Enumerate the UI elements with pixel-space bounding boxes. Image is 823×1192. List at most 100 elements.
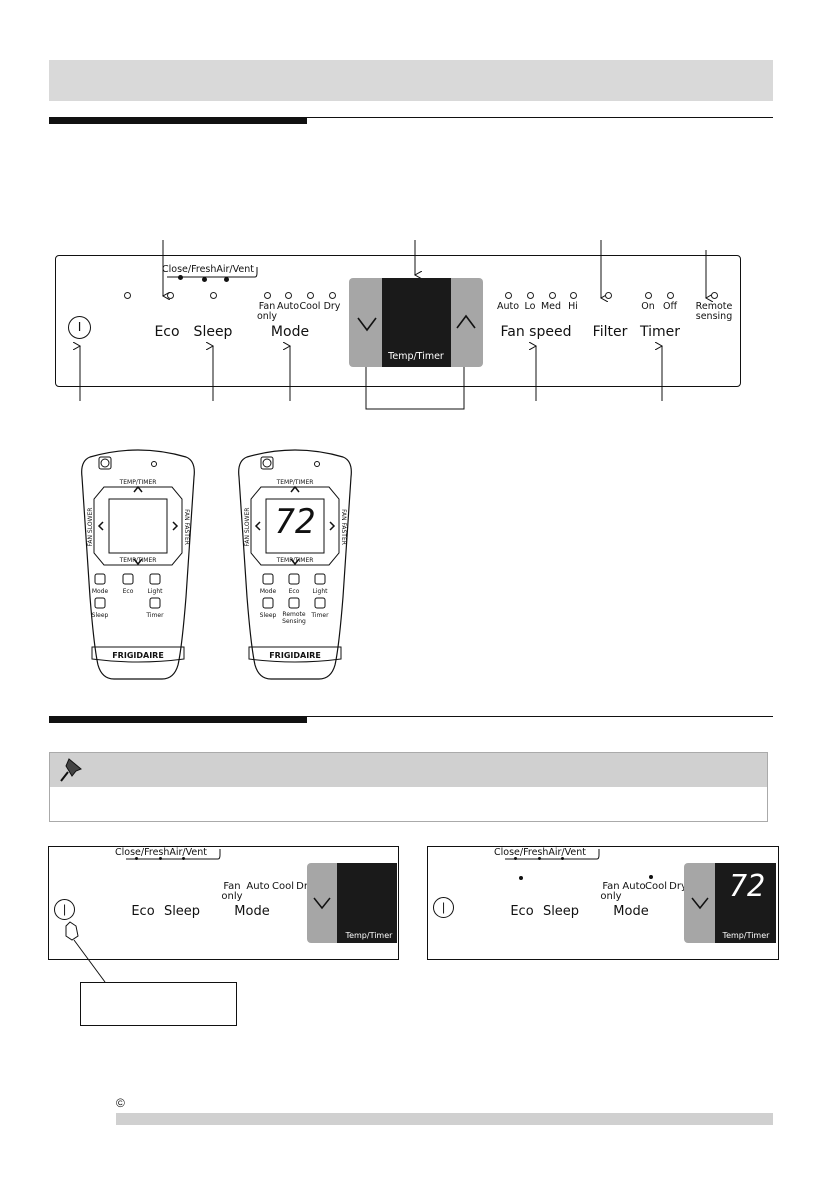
- led-fan-hi: [570, 292, 577, 299]
- led-fan-auto: [505, 292, 512, 299]
- small-right-fan: Fan: [602, 881, 620, 892]
- small-left-fan: Fan: [223, 881, 241, 892]
- remote-left-fan-slower: FAN SLOWER: [87, 507, 94, 547]
- panel-content: I Close/FreshAir/Vent Eco Sleep Fan only…: [0, 0, 823, 420]
- timer-on-label: On: [641, 301, 655, 312]
- small-right-cool: Cool: [645, 881, 667, 892]
- eco-button[interactable]: Eco: [154, 324, 180, 340]
- remote-left-fan-faster: FAN FASTER: [183, 509, 190, 545]
- led-fan-only: [264, 292, 271, 299]
- remote-left-mode: Mode: [91, 588, 109, 595]
- small-left-dot-3: [182, 857, 185, 860]
- remote-right-display: 72: [274, 502, 316, 542]
- header-bar: [49, 60, 773, 101]
- temp-timer-label: Temp/Timer: [388, 351, 444, 362]
- small-right-dot-1: [514, 857, 517, 860]
- remote-right-brand: FRIGIDAIRE: [269, 651, 321, 660]
- note-box: [49, 752, 768, 822]
- small-right-fan-2: only: [600, 891, 622, 902]
- callout-box: [80, 982, 237, 1026]
- mode-fan-label: Fan: [258, 301, 276, 312]
- small-left-mode[interactable]: Mode: [234, 904, 270, 919]
- mode-button[interactable]: Mode: [270, 324, 310, 340]
- remote-left-light: Light: [147, 588, 163, 595]
- small-right-display: 72: [728, 869, 766, 904]
- small-left-sleep[interactable]: Sleep: [163, 904, 201, 919]
- chevron-up-icon[interactable]: [455, 314, 477, 330]
- led-dry: [329, 292, 336, 299]
- copyright-symbol: ©: [116, 1096, 125, 1110]
- small-right-temp-display: [715, 863, 776, 943]
- filter-button[interactable]: Filter: [592, 324, 628, 340]
- section-rule-2: [49, 716, 307, 723]
- small-right-eco[interactable]: Eco: [510, 904, 534, 919]
- remote-right-temp-top: TEMP/TIMER: [276, 479, 314, 486]
- sleep-button[interactable]: Sleep: [193, 324, 233, 340]
- small-right-eco-led: [519, 876, 523, 880]
- power-icon: I: [77, 319, 82, 334]
- footer-bar: [116, 1113, 773, 1125]
- small-right-power-button[interactable]: |: [433, 897, 454, 918]
- fan-speed-button[interactable]: Fan speed: [500, 324, 572, 340]
- small-right-vent-bracket: [505, 849, 600, 860]
- remote-right-sleep: Sleep: [259, 612, 277, 619]
- section-rule: [49, 117, 307, 124]
- small-left-auto: Auto: [246, 881, 270, 892]
- small-right-dot-3: [561, 857, 564, 860]
- remote-left-timer: Timer: [146, 612, 164, 619]
- small-left-chevron-down-icon[interactable]: [312, 896, 332, 910]
- mode-auto-label: Auto: [276, 301, 300, 312]
- led-cool: [307, 292, 314, 299]
- vent-close-dot: [178, 275, 183, 280]
- small-left-eco[interactable]: Eco: [131, 904, 155, 919]
- small-right-vent-label: Close/FreshAir/Vent: [494, 847, 586, 858]
- small-right-sleep[interactable]: Sleep: [542, 904, 580, 919]
- remote-right-light: Light: [312, 588, 328, 595]
- small-right-auto: Auto: [622, 881, 646, 892]
- small-right-mode[interactable]: Mode: [613, 904, 649, 919]
- led-remote-sensing: [711, 292, 718, 299]
- remote-left-brand: FRIGIDAIRE: [112, 651, 164, 660]
- remote-right-temp-bottom: TEMP/TIMER: [276, 557, 314, 564]
- pushpin-icon: [60, 758, 82, 782]
- small-left-cool: Cool: [272, 881, 294, 892]
- small-right-temp-label: Temp/Timer: [722, 931, 770, 940]
- mode-dry-label: Dry: [323, 301, 341, 312]
- power-button[interactable]: I: [68, 316, 91, 339]
- remote-right-eco: Eco: [288, 588, 300, 595]
- timer-button[interactable]: Timer: [639, 324, 681, 340]
- small-left-temp-display: [337, 863, 397, 943]
- remote-right-sensing-1: Remote: [282, 611, 306, 618]
- remote-control-left: [81, 449, 195, 680]
- remote-right-sensing-2: Sensing: [282, 618, 306, 625]
- remote-right-mode: Mode: [259, 588, 277, 595]
- chevron-down-icon[interactable]: [356, 316, 378, 332]
- small-left-vent-label: Close/FreshAir/Vent: [115, 847, 207, 858]
- small-left-power-button[interactable]: |: [54, 899, 75, 920]
- led-timer-off: [667, 292, 674, 299]
- small-left-temp-label: Temp/Timer: [345, 931, 393, 940]
- led-auto: [285, 292, 292, 299]
- panel-small-left: Close/FreshAir/Vent Fan only Auto Cool D…: [48, 846, 399, 960]
- small-left-fan-2: only: [221, 891, 243, 902]
- control-panel: [55, 255, 741, 387]
- led-eco: [167, 292, 174, 299]
- led-fan-med: [549, 292, 556, 299]
- fan-hi-label: Hi: [568, 301, 578, 312]
- small-right-dot-2: [538, 857, 541, 860]
- mode-cool-label: Cool: [299, 301, 321, 312]
- remote-sensing-label-2: sensing: [695, 311, 733, 322]
- small-right-chevron-down-icon[interactable]: [690, 896, 710, 910]
- panel-small-right: Close/FreshAir/Vent Fan only Auto Cool D…: [427, 846, 779, 960]
- vent-bracket: [167, 267, 258, 278]
- led-timer-on: [645, 292, 652, 299]
- led-fan-lo: [527, 292, 534, 299]
- small-left-dry: Dry: [296, 881, 314, 892]
- led-filter: [605, 292, 612, 299]
- fan-med-label: Med: [540, 301, 562, 312]
- remote-left-sleep: Sleep: [91, 612, 109, 619]
- small-right-dry: Dry: [669, 881, 687, 892]
- remote-control-right: [238, 449, 352, 680]
- led-1: [124, 292, 131, 299]
- small-left-vent-bracket: [126, 849, 221, 860]
